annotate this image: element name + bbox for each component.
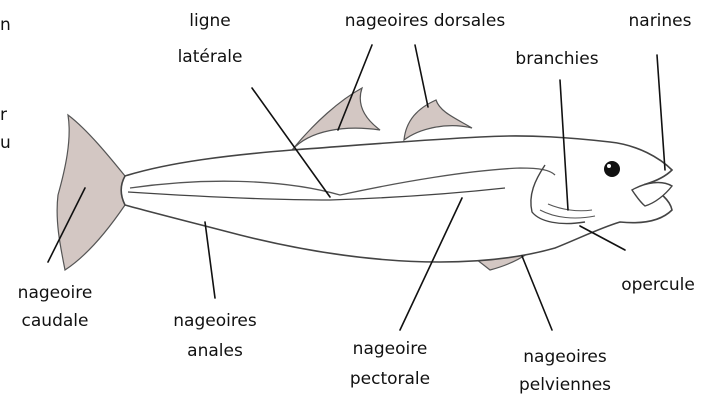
label-pelviennes-line1: nageoires xyxy=(505,346,625,368)
label-ligne-laterale-line1: ligne xyxy=(160,10,260,32)
caudal-fin xyxy=(57,115,125,270)
label-anales-line2: anales xyxy=(160,340,270,362)
label-caudale-line2: caudale xyxy=(5,310,105,332)
label-ligne-laterale: ligne latérale xyxy=(160,10,260,68)
label-nageoires-pelviennes: nageoires pelviennes xyxy=(505,346,625,396)
leader-dorsale-2 xyxy=(415,45,428,107)
left-text-fragment-2: r xyxy=(0,104,7,126)
label-caudale-line1: nageoire xyxy=(5,282,105,304)
dorsal-fin-2 xyxy=(404,100,472,140)
label-pelviennes-line2: pelviennes xyxy=(505,374,625,396)
label-branchies: branchies xyxy=(502,48,612,70)
left-text-fragment-3: u xyxy=(0,132,11,154)
label-anales-line1: nageoires xyxy=(160,310,270,332)
label-pectorale-line2: pectorale xyxy=(335,368,445,390)
fish-body xyxy=(121,136,672,262)
label-ligne-laterale-line2: latérale xyxy=(160,46,260,68)
leader-anales xyxy=(205,222,215,298)
leader-opercule xyxy=(580,226,625,250)
left-text-fragment-1: n xyxy=(0,14,11,36)
label-nageoires-anales: nageoires anales xyxy=(160,310,270,362)
leader-narines xyxy=(657,55,665,170)
label-nageoire-pectorale: nageoire pectorale xyxy=(335,338,445,390)
label-opercule: opercule xyxy=(608,274,708,296)
leader-pelviennes xyxy=(522,256,552,330)
label-narines: narines xyxy=(620,10,700,32)
label-nageoire-caudale: nageoire caudale xyxy=(5,282,105,332)
label-pectorale-line1: nageoire xyxy=(335,338,445,360)
label-nageoires-dorsales: nageoires dorsales xyxy=(325,10,525,32)
dorsal-fin-1 xyxy=(292,88,380,150)
eye xyxy=(604,161,620,177)
eye-highlight xyxy=(607,164,611,168)
